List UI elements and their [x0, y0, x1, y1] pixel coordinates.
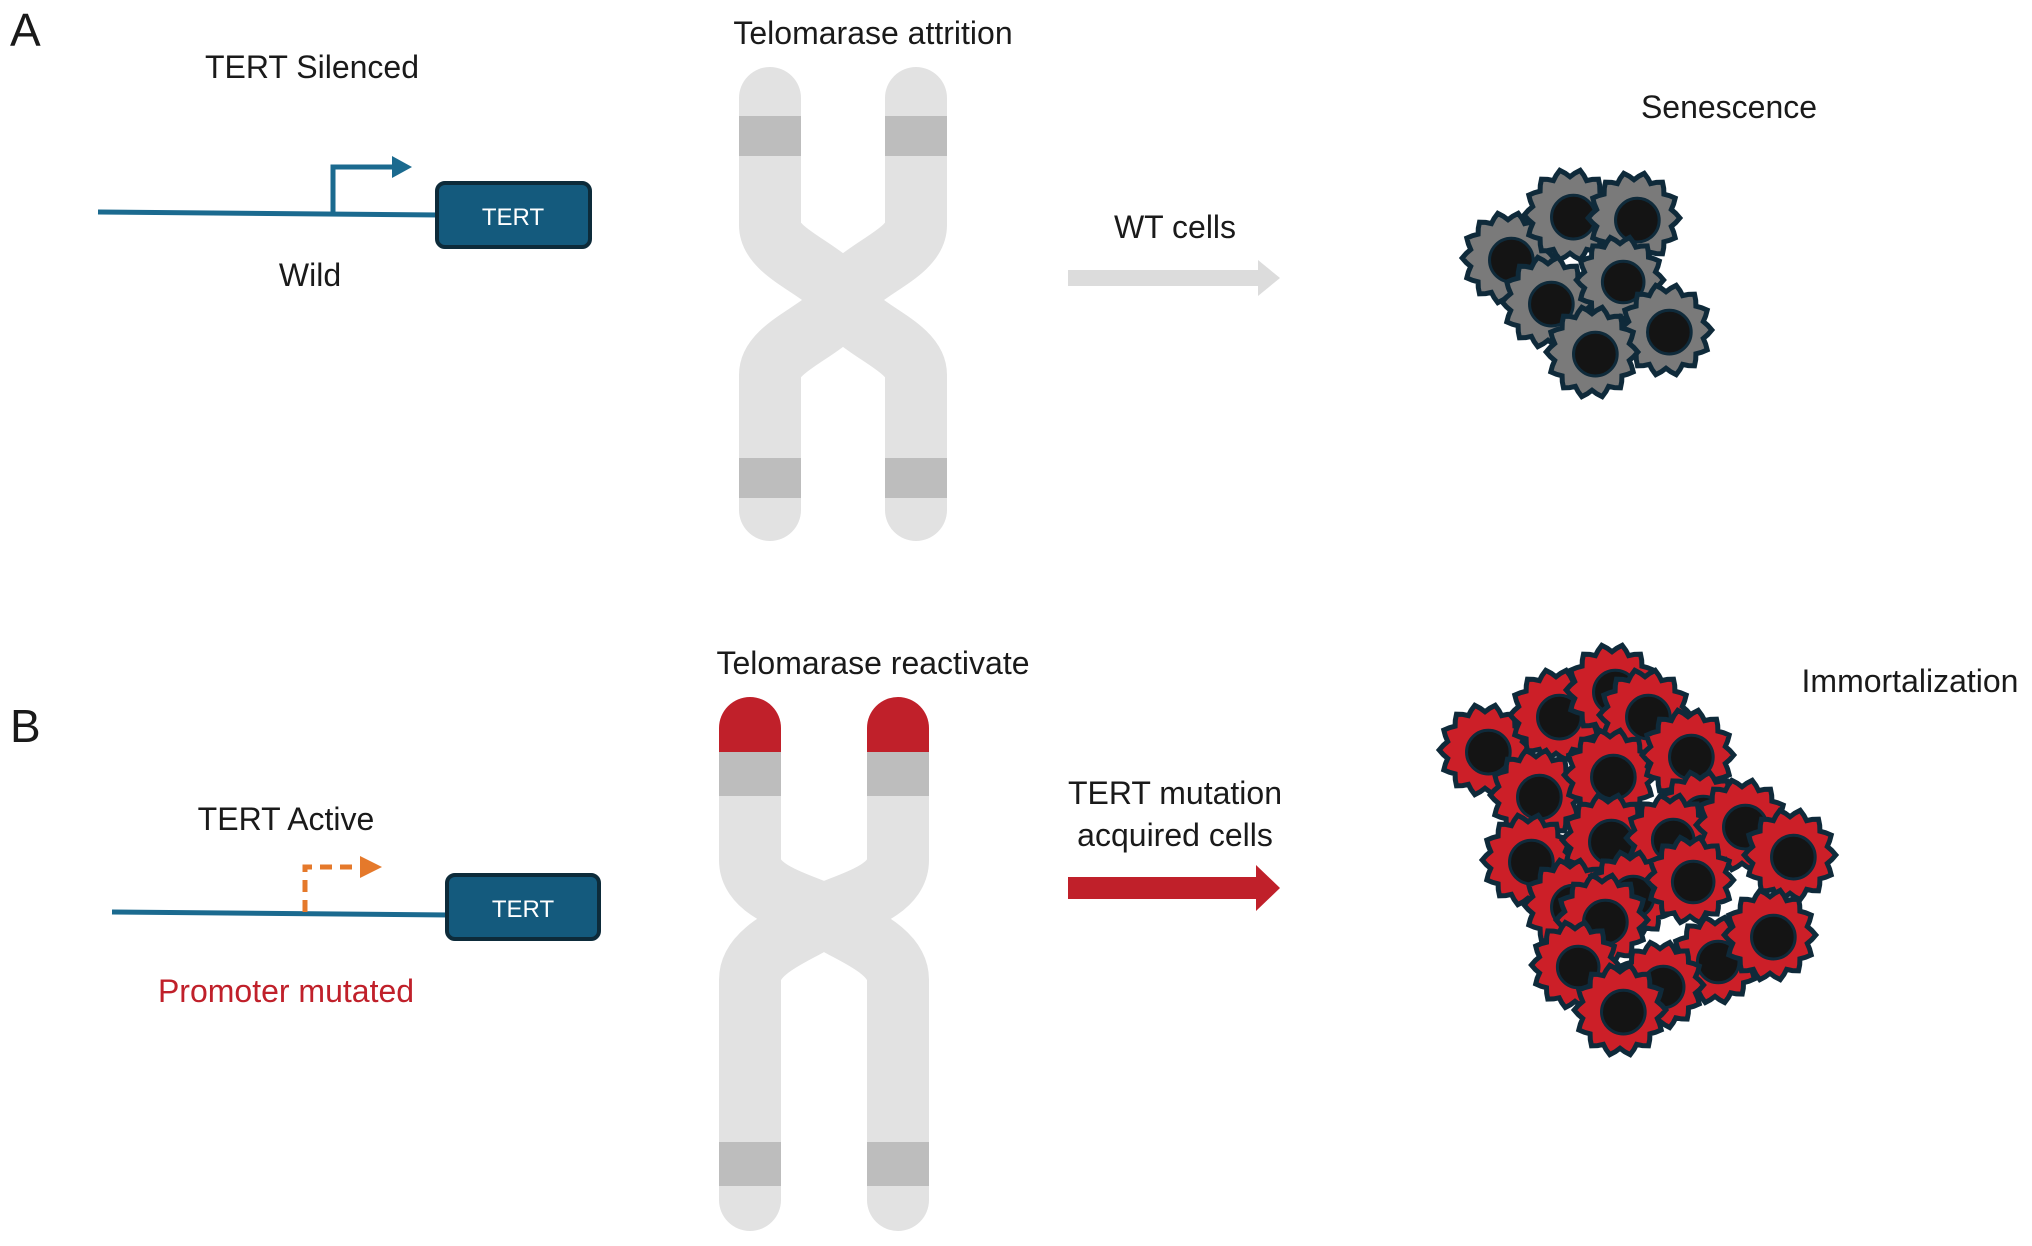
- cell: [1643, 834, 1737, 926]
- mutation-arrow: [1068, 865, 1280, 911]
- gene-schematic-mutated: TERT Active TERT Promoter mutated: [111, 801, 601, 1009]
- chromosome-band: [867, 1142, 929, 1186]
- nucleus: [1770, 833, 1817, 881]
- nucleus: [1646, 308, 1693, 356]
- nucleus: [1572, 330, 1619, 378]
- promoter-line: [111, 909, 451, 918]
- panel-b: B TERT Active TERT Promoter mutated Telo…: [10, 642, 2019, 1231]
- cell: [1616, 282, 1716, 378]
- cell: [1740, 807, 1840, 903]
- promoter-type-label: Promoter mutated: [158, 973, 414, 1009]
- chromosome-band: [867, 752, 929, 796]
- chromatid-right: [810, 67, 947, 541]
- chromosome-caption: Telomarase attrition: [733, 15, 1012, 51]
- chromosome-band: [739, 458, 801, 498]
- mutated-transcription-arrow-icon: [302, 864, 360, 912]
- nucleus: [1600, 259, 1646, 305]
- tert-gene-box: [445, 873, 601, 941]
- mutation-cells-label-line1: TERT mutation: [1068, 775, 1282, 811]
- tert-gene-label: TERT: [482, 204, 545, 231]
- mutated-arrowhead-icon: [360, 856, 382, 878]
- nucleus: [1600, 988, 1647, 1036]
- nucleus: [1465, 728, 1512, 776]
- gene-state-label: TERT Active: [198, 801, 375, 837]
- panel-b-label: B: [10, 700, 41, 752]
- wt-cells-label: WT cells: [1114, 209, 1236, 245]
- gene-state-label: TERT Silenced: [205, 49, 419, 85]
- chromosome-attrition: [739, 67, 947, 541]
- nucleus: [1516, 773, 1563, 821]
- promoter-line: [97, 209, 441, 218]
- gene-schematic-wild: TERT Silenced TERT Wild: [97, 49, 592, 293]
- telomere-cap-right: [867, 697, 929, 752]
- nucleus: [1614, 196, 1661, 244]
- cell: [1720, 887, 1820, 983]
- transcription-arrowhead-icon: [392, 156, 412, 178]
- chromosome-band: [885, 458, 947, 498]
- tert-gene-box: [435, 181, 592, 249]
- promoter-type-label: Wild: [279, 257, 341, 293]
- senescence-label: Senescence: [1641, 89, 1817, 125]
- nucleus: [1670, 859, 1716, 905]
- chromosome-band: [739, 116, 801, 156]
- wt-arrow: [1068, 260, 1280, 296]
- immortal-cell-cluster: [1435, 642, 1840, 1058]
- tert-gene-label: TERT: [492, 896, 555, 923]
- cell: [1542, 304, 1642, 400]
- panel-a: A TERT Silenced TERT Wild Telomarase att…: [10, 4, 1817, 541]
- nucleus: [1750, 913, 1797, 961]
- telomere-cap-left: [719, 697, 781, 752]
- chromosome-band: [885, 116, 947, 156]
- nucleus: [1590, 753, 1637, 801]
- chromosome-reactivated: [719, 697, 929, 1231]
- chromosome-caption: Telomarase reactivate: [716, 645, 1029, 681]
- transcription-start-arrow-icon: [330, 164, 395, 213]
- chromosome-band: [719, 752, 781, 796]
- immortalization-label: Immortalization: [1802, 663, 2019, 699]
- cell: [1570, 962, 1670, 1058]
- mutation-cells-label-line2: acquired cells: [1077, 817, 1273, 853]
- chromosome-band: [719, 1142, 781, 1186]
- chromatid-right: [794, 719, 929, 1231]
- panel-a-label: A: [10, 4, 41, 56]
- chromatid-left: [719, 719, 854, 1231]
- senescent-cell-cluster: [1458, 167, 1716, 400]
